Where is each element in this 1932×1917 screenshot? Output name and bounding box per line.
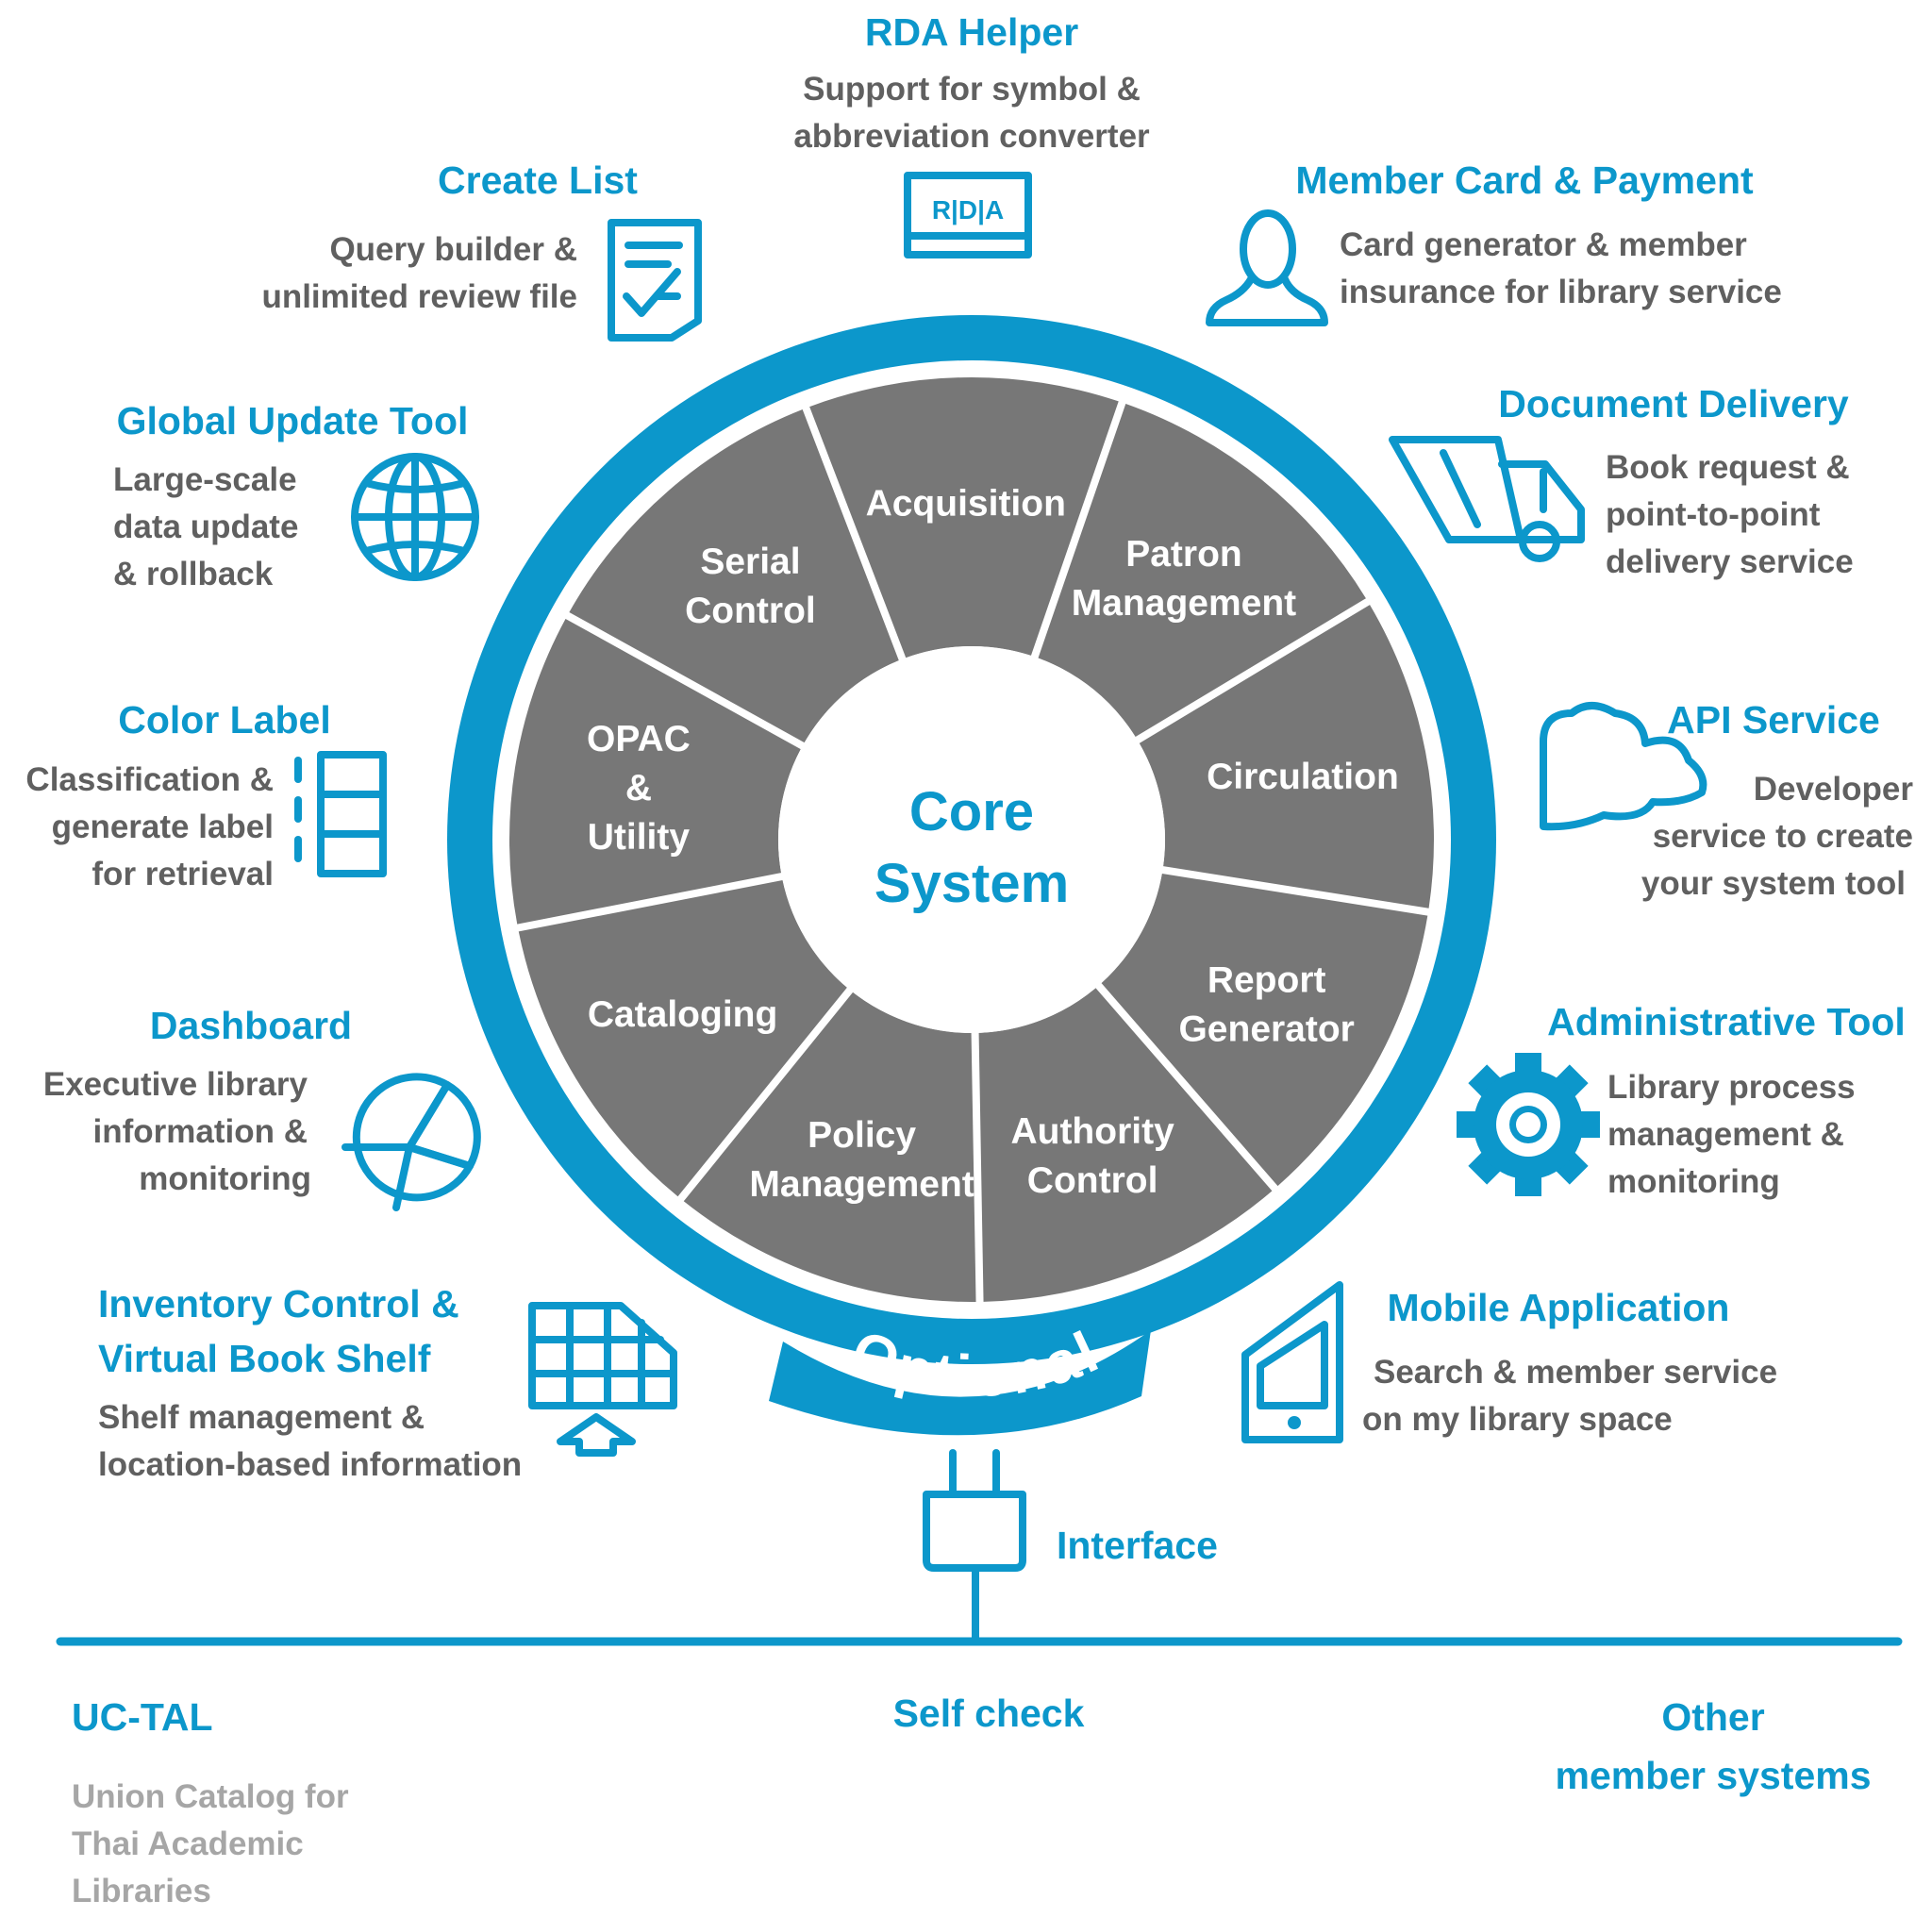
person-icon <box>1206 209 1328 326</box>
segment-label-patron-management-0: Patron <box>1125 534 1242 575</box>
mobile-icon <box>1241 1281 1343 1443</box>
dashboard-title: Dashboard <box>150 1004 352 1047</box>
create-list-title: Create List <box>438 158 638 202</box>
color-label-title: Color Label <box>118 698 331 742</box>
truck-icon <box>1389 436 1585 562</box>
checklist-icon <box>608 219 702 342</box>
dashboard-desc-1: Executive library <box>43 1066 308 1103</box>
rda-icon: R|D|A <box>904 172 1032 258</box>
document-delivery-desc-3: delivery service <box>1606 543 1854 580</box>
shelf-icon <box>528 1302 677 1457</box>
segment-label-opac-utility-0: OPAC <box>587 719 691 759</box>
global-update-title: Global Update Tool <box>117 399 469 442</box>
gear-icon <box>1457 1053 1600 1196</box>
interface-label: Interface <box>1057 1524 1218 1567</box>
member-card-desc-2: insurance for library service <box>1340 274 1782 310</box>
color-label-desc-1: Classification & <box>25 761 274 798</box>
segment-label-patron-management-1: Management <box>1072 583 1296 624</box>
segment-opac-utility <box>509 618 801 925</box>
segment-acquisition <box>809 376 1119 658</box>
uc-tal-desc-1: Union Catalog for <box>72 1778 349 1815</box>
inventory-title-2: Virtual Book Shelf <box>98 1337 431 1380</box>
segment-circulation <box>1139 605 1434 908</box>
segment-label-cataloging-0: Cataloging <box>588 994 778 1035</box>
segment-label-circulation-0: Circulation <box>1207 757 1399 797</box>
uc-tal-desc-3: Libraries <box>72 1873 211 1909</box>
segment-policy-management <box>683 992 976 1302</box>
segment-label-serial-control-1: Control <box>685 591 816 631</box>
other-systems-line2: member systems <box>1555 1754 1871 1797</box>
admin-tool-desc-2: management & <box>1607 1116 1844 1153</box>
document-delivery-desc-1: Book request & <box>1606 449 1850 486</box>
segment-label-report-generator-1: Generator <box>1178 1009 1354 1049</box>
core-title-line1: Core <box>909 781 1034 842</box>
member-card-desc-1: Card generator & member <box>1340 226 1747 263</box>
rda-helper-desc-2: abbreviation converter <box>793 118 1150 155</box>
segment-label-serial-control-0: Serial <box>700 542 800 582</box>
cloud-icon <box>1540 702 1707 831</box>
global-update-desc-3: & rollback <box>113 556 274 592</box>
segment-label-opac-utility-1: & <box>625 768 652 808</box>
segment-patron-management <box>1038 404 1366 738</box>
inventory-desc-2: location-based information <box>98 1446 522 1483</box>
api-service-desc-1: Developer <box>1754 771 1914 808</box>
member-card-title: Member Card & Payment <box>1295 158 1754 202</box>
admin-tool-title: Administrative Tool <box>1547 1000 1906 1043</box>
segment-label-authority-control-0: Authority <box>1010 1111 1174 1152</box>
segment-label-policy-management-1: Management <box>749 1164 974 1205</box>
core-circle <box>778 646 1165 1033</box>
segment-label-report-generator-0: Report <box>1208 959 1326 1000</box>
document-delivery-desc-2: point-to-point <box>1606 496 1821 533</box>
segment-authority-control <box>978 988 1273 1302</box>
optional-tab <box>769 1330 1151 1436</box>
api-service-desc-3: your system tool <box>1641 865 1906 902</box>
segment-label-opac-utility-2: Utility <box>588 817 691 858</box>
mobile-title: Mobile Application <box>1388 1286 1730 1329</box>
segment-report-generator <box>1101 874 1428 1187</box>
api-service-title: API Service <box>1667 698 1880 742</box>
uc-tal-title: UC-TAL <box>72 1695 213 1739</box>
dashboard-desc-2: information & <box>93 1113 308 1150</box>
inventory-title-1: Inventory Control & <box>98 1282 459 1325</box>
plug-icon <box>923 1449 1026 1645</box>
inventory-desc-1: Shelf management & <box>98 1399 425 1436</box>
segment-cataloging <box>518 880 847 1197</box>
document-delivery-title: Document Delivery <box>1498 382 1849 425</box>
label-icon <box>294 751 387 877</box>
admin-tool-desc-1: Library process <box>1607 1069 1856 1106</box>
globe-icon <box>351 453 479 581</box>
mobile-desc-1: Search & member service <box>1374 1354 1777 1391</box>
rda-helper-desc-1: Support for symbol & <box>803 71 1141 108</box>
api-service-desc-2: service to create <box>1653 818 1913 855</box>
core-title-line2: System <box>874 853 1069 914</box>
admin-tool-desc-3: monitoring <box>1607 1163 1780 1200</box>
global-update-desc-1: Large-scale <box>113 461 297 498</box>
other-systems-line1: Other <box>1661 1695 1764 1739</box>
color-label-desc-3: for retrieval <box>92 856 274 892</box>
segment-label-acquisition-0: Acquisition <box>866 484 1066 525</box>
create-list-desc-2: unlimited review file <box>261 278 577 315</box>
segment-label-policy-management-0: Policy <box>808 1115 916 1156</box>
mobile-desc-2: on my library space <box>1362 1401 1673 1438</box>
dashboard-desc-3: monitoring <box>139 1160 311 1197</box>
rda-icon-text: R|D|A <box>932 195 1004 225</box>
pie-chart-icon <box>341 1073 481 1211</box>
color-label-desc-2: generate label <box>52 808 274 845</box>
rda-helper-title: RDA Helper <box>865 10 1078 54</box>
uc-tal-desc-2: Thai Academic <box>72 1825 304 1862</box>
self-check-label: Self check <box>893 1692 1085 1735</box>
segment-serial-control <box>569 408 899 743</box>
global-update-desc-2: data update <box>113 508 298 545</box>
segment-label-authority-control-1: Control <box>1027 1160 1158 1201</box>
create-list-desc-1: Query builder & <box>329 231 577 268</box>
